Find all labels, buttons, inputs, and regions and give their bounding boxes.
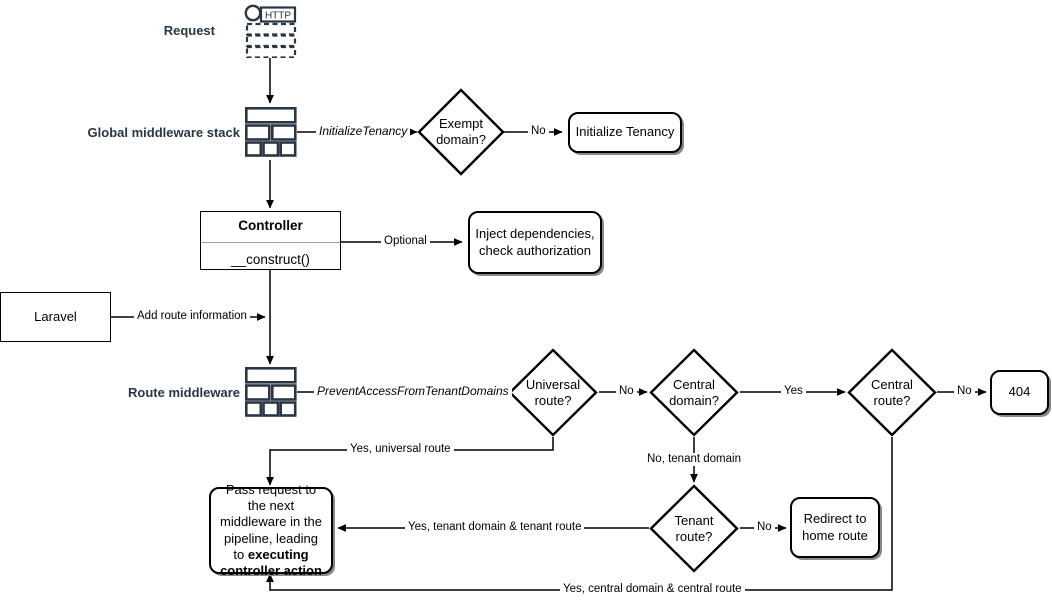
entity-laravel[interactable]: Laravel (0, 292, 111, 342)
decision-exempt-domain-line2: domain? (436, 132, 486, 147)
edge-label-controller-optional: Optional (381, 235, 430, 248)
edge-label-central-yes: Yes, central domain & central route (560, 583, 745, 596)
edge-label-tenant-route-no: No (754, 521, 775, 534)
http-icon-label: HTTP (265, 11, 291, 22)
diamond-shape (649, 484, 739, 573)
edge-label-initialize-tenancy: InitializeTenancy (316, 124, 411, 139)
class-controller-title: Controller (201, 212, 340, 243)
process-initialize-tenancy[interactable]: Initialize Tenancy (568, 112, 682, 153)
middleware-stack-icon-global (244, 106, 297, 157)
edge-label-central-domain-no: No, tenant domain (644, 453, 744, 466)
edge-label-universal-no: No (616, 385, 637, 398)
class-controller-method: __construct() (231, 251, 310, 267)
process-redirect-home-line1: Redirect to (803, 511, 867, 527)
decision-tenant-route-line2: route? (675, 528, 713, 544)
decision-central-route-line2: route? (873, 392, 911, 408)
decision-tenant-route[interactable]: Tenant route? (649, 484, 739, 573)
role-label-global-middleware: Global middleware stack (87, 125, 240, 140)
process-pass-request-text: Pass request to the next middleware in t… (220, 481, 322, 562)
decision-tenant-route-line1: Tenant (674, 512, 714, 528)
terminal-404[interactable]: 404 (990, 370, 1049, 415)
decision-central-route[interactable]: Central route? (847, 348, 937, 437)
decision-universal-route-line1: Universal (525, 376, 581, 392)
edge-label-tenant-yes: Yes, tenant domain & tenant route (405, 521, 585, 534)
entity-laravel-label: Laravel (34, 308, 77, 324)
decision-universal-route-line2: route? (534, 392, 572, 408)
role-label-route-middleware: Route middleware (128, 385, 240, 400)
process-initialize-tenancy-label: Initialize Tenancy (575, 124, 675, 140)
process-inject-dependencies[interactable]: Inject dependencies, check authorization (468, 211, 602, 274)
diamond-shape (649, 348, 739, 437)
decision-universal-route[interactable]: Universal route? (508, 348, 598, 437)
edge-label-central-domain-yes: Yes (781, 385, 806, 398)
middleware-stack-icon-route (244, 366, 297, 417)
diamond-shape (847, 348, 937, 437)
class-controller[interactable]: Controller __construct() (200, 211, 341, 270)
decision-central-domain-line1: Central (673, 376, 715, 392)
edge-label-exempt-no: No (528, 125, 549, 138)
process-inject-dependencies-line2: check authorization (478, 242, 591, 258)
edge-label-central-route-no: No (954, 385, 975, 398)
edge-label-prevent-access: PreventAccessFromTenantDomains (314, 384, 512, 399)
process-pass-request-emphasis: executing controller action (220, 546, 322, 578)
edge-label-universal-yes: Yes, universal route (347, 443, 454, 456)
http-request-icon: HTTP (244, 4, 298, 59)
process-redirect-home[interactable]: Redirect to home route (790, 497, 880, 558)
diamond-shape (417, 88, 505, 176)
decision-central-domain[interactable]: Central domain? (649, 348, 739, 437)
decision-central-route-line1: Central (871, 376, 913, 392)
terminal-404-label: 404 (1008, 384, 1031, 400)
process-pass-request[interactable]: Pass request to the next middleware in t… (209, 482, 333, 578)
diamond-shape (508, 348, 598, 437)
process-inject-dependencies-line1: Inject dependencies, (475, 226, 595, 242)
role-label-request: Request (163, 23, 215, 38)
decision-exempt-domain[interactable]: Exempt domain? (417, 88, 505, 176)
process-redirect-home-line2: home route (802, 527, 868, 543)
decision-exempt-domain-line1: Exempt (438, 116, 484, 132)
edge-label-add-route-information: Add route information (134, 310, 250, 323)
decision-central-domain-line2: domain? (669, 392, 719, 408)
